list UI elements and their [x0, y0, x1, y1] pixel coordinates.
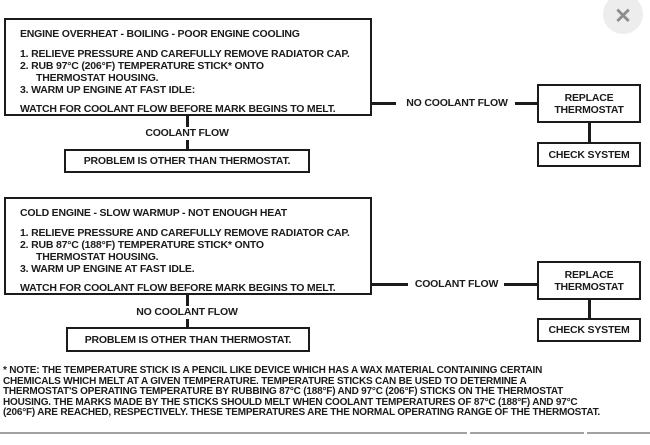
close-button[interactable]: ✕: [603, 0, 643, 34]
connector-line: [588, 123, 591, 142]
branch-label-no-coolant-flow: NO COOLANT FLOW: [406, 97, 508, 109]
connector-line: [504, 283, 537, 286]
connector-line: [186, 319, 189, 327]
footnote-line: CHEMICALS WHICH MELT AT A GIVEN TEMPERAT…: [3, 375, 527, 387]
procedure-watch-line: WATCH FOR COOLANT FLOW BEFORE MARK BEGIN…: [20, 103, 336, 115]
result-box-check-system: CHECK SYSTEM: [537, 142, 641, 167]
result-box-problem-other: PROBLEM IS OTHER THAN THERMOSTAT.: [64, 149, 310, 173]
procedure-step: 1. RELIEVE PRESSURE AND CAREFULLY REMOVE…: [20, 48, 350, 60]
procedure-step: THERMOSTAT HOUSING.: [36, 72, 159, 84]
connector-line: [186, 295, 189, 306]
procedure-box-overheat: ENGINE OVERHEAT - BOILING - POOR ENGINE …: [4, 18, 372, 116]
procedure-title: COLD ENGINE - SLOW WARMUP - NOT ENOUGH H…: [20, 207, 287, 219]
bottom-divider: [0, 432, 467, 434]
procedure-box-cold-engine: COLD ENGINE - SLOW WARMUP - NOT ENOUGH H…: [4, 197, 372, 295]
branch-label-coolant-flow: COOLANT FLOW: [414, 278, 499, 290]
procedure-step: 2. RUB 97°C (206°F) TEMPERATURE STICK* O…: [20, 60, 264, 72]
procedure-step: 3. WARM UP ENGINE AT FAST IDLE.: [20, 263, 195, 275]
connector-line: [515, 102, 537, 105]
procedure-watch-line: WATCH FOR COOLANT FLOW BEFORE MARK BEGIN…: [20, 282, 336, 294]
procedure-step: 2. RUB 87°C (188°F) TEMPERATURE STICK* O…: [20, 239, 264, 251]
footnote-line: * NOTE: THE TEMPERATURE STICK IS A PENCI…: [3, 365, 543, 376]
procedure-step: 1. RELIEVE PRESSURE AND CAREFULLY REMOVE…: [20, 227, 350, 239]
footnote-line: HOUSING. THE MARKS MADE BY THE STICKS SH…: [3, 396, 578, 408]
result-box-check-system: CHECK SYSTEM: [537, 318, 641, 342]
branch-label-coolant-flow: COOLANT FLOW: [145, 127, 229, 139]
connector-line: [588, 300, 591, 318]
connector-line: [371, 102, 396, 105]
procedure-title: ENGINE OVERHEAT - BOILING - POOR ENGINE …: [20, 28, 300, 40]
bottom-divider: [470, 432, 584, 434]
result-box-problem-other: PROBLEM IS OTHER THAN THERMOSTAT.: [66, 327, 310, 352]
bottom-divider: [587, 432, 650, 434]
result-box-replace-thermostat: REPLACE THERMOSTAT: [537, 261, 641, 300]
connector-line: [186, 116, 189, 127]
footnote-line: (206°F) ARE REACHED, RESPECTIVELY. THESE…: [3, 407, 600, 419]
connector-line: [371, 283, 408, 286]
result-box-replace-thermostat: REPLACE THERMOSTAT: [537, 84, 641, 123]
procedure-step: 3. WARM UP ENGINE AT FAST IDLE:: [20, 84, 196, 96]
branch-label-no-coolant-flow: NO COOLANT FLOW: [136, 306, 238, 318]
connector-line: [186, 140, 189, 149]
footnote-line: THERMOSTAT'S OPERATING TEMPERATURE BY RU…: [3, 386, 564, 398]
temperature-stick-footnote: * NOTE: THE TEMPERATURE STICK IS A PENCI…: [3, 365, 649, 419]
procedure-step: THERMOSTAT HOUSING.: [36, 251, 159, 263]
close-icon: ✕: [614, 4, 632, 28]
